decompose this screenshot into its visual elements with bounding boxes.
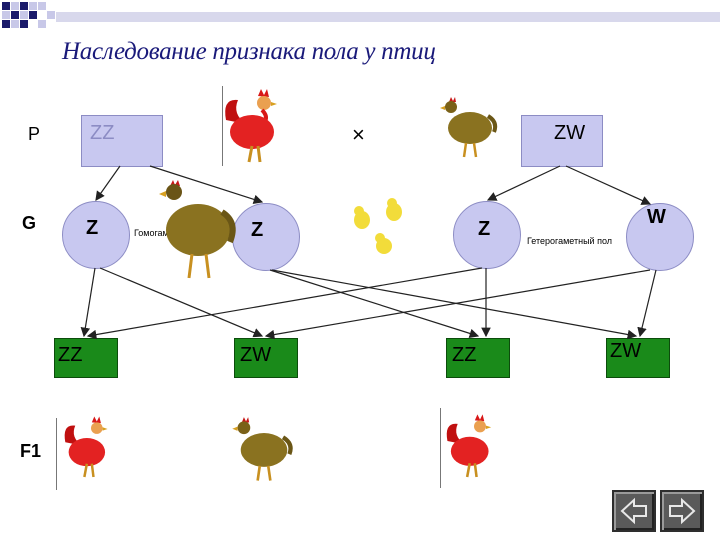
parent-male-box <box>81 115 163 167</box>
gamete-label: Z <box>478 218 491 240</box>
offspring-box <box>234 338 298 378</box>
offspring-genotype: ZW <box>240 344 272 366</box>
offspring-box <box>54 338 118 378</box>
parent-female-box <box>521 115 603 167</box>
prev-slide-button[interactable] <box>612 490 656 532</box>
arrow-cross <box>86 267 483 340</box>
gamete-circle <box>453 201 521 269</box>
hen-icon <box>232 417 293 481</box>
arrow-cross <box>637 269 657 338</box>
offspring-genotype: ZZ <box>452 344 477 366</box>
slide-title: Наследование признака пола у птиц <box>62 38 436 65</box>
arrow-cross <box>264 269 651 340</box>
rooster-icon <box>446 414 492 478</box>
cross-symbol: × <box>352 122 365 147</box>
offspring-box <box>446 338 510 378</box>
separator-line <box>222 86 223 166</box>
separator-line <box>56 418 57 490</box>
gamete-circle <box>62 201 130 269</box>
rooster-icon <box>225 89 277 163</box>
chicks-icon <box>354 198 402 254</box>
offspring-genotype: ZW <box>610 340 642 362</box>
parents-row-label: P <box>28 124 41 144</box>
gamete-label: Z <box>251 219 264 241</box>
gametes-row-label: G <box>22 213 37 233</box>
arrow-cross <box>269 269 480 339</box>
separator-line <box>440 408 441 488</box>
arrow-left-icon <box>620 497 647 525</box>
offspring-genotype: ZZ <box>58 344 83 366</box>
arrow-male-to-gamete <box>95 165 121 201</box>
parent-male-genotype: ZZ <box>90 122 115 144</box>
parent-female-genotype: ZW <box>554 122 586 144</box>
next-slide-button[interactable] <box>660 490 704 532</box>
arrow-female-to-gamete <box>486 165 561 201</box>
arrow-right-icon <box>669 497 696 525</box>
rooster-icon <box>64 416 108 478</box>
arrow-cross <box>80 267 96 338</box>
offspring-row-label: F1 <box>20 441 42 461</box>
arrow-cross <box>99 267 264 338</box>
arrow-cross <box>271 269 638 340</box>
heterogametic-note: Гетерогаметный пол <box>527 236 613 246</box>
hen-icon <box>440 97 498 158</box>
hen-icon <box>159 180 236 279</box>
gamete-label: Z <box>86 217 99 239</box>
arrow-male-to-gamete <box>149 165 264 204</box>
offspring-box <box>606 338 670 378</box>
arrow-female-to-gamete <box>565 165 652 205</box>
gamete-label: W <box>647 206 666 228</box>
gamete-circle <box>626 203 694 271</box>
decorative-top-bar <box>0 0 720 34</box>
